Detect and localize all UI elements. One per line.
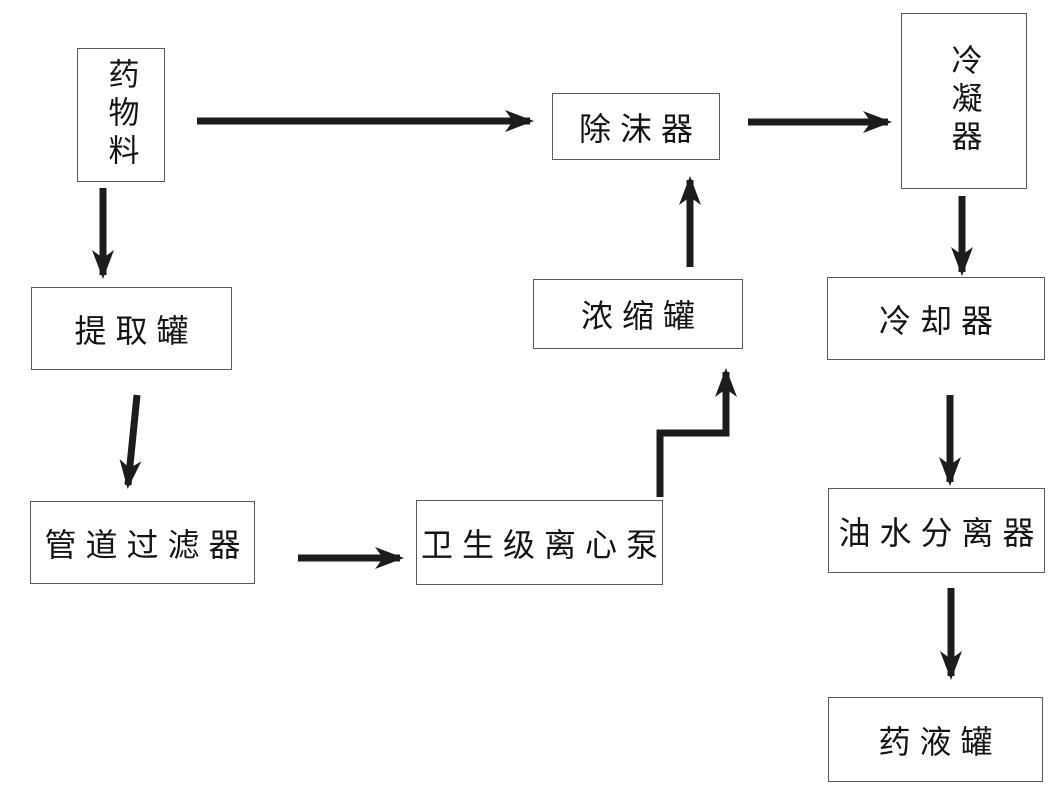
node-oil-water-separator: 油水分离器 (828, 488, 1045, 573)
node-label-oil-water-separator: 油水分离器 (838, 514, 1044, 551)
node-label-condenser: 冷凝器 (946, 44, 982, 158)
node-label-medicine-liquid-tank: 药液罐 (878, 723, 1002, 760)
edge-extraction-tank-to-pipeline-filter (119, 394, 142, 489)
node-concentration-tank: 浓缩罐 (533, 279, 743, 349)
node-label-extraction-tank: 提取罐 (74, 312, 198, 349)
node-label-demister: 除沫器 (578, 110, 702, 147)
node-label-pipeline-filter: 管道过滤器 (44, 526, 250, 563)
node-drug-material: 药物料 (77, 48, 165, 182)
node-pipeline-filter: 管道过滤器 (30, 501, 255, 584)
node-demister: 除沫器 (552, 93, 720, 160)
node-label-sanitary-centrifugal-pump: 卫生级离心泵 (421, 526, 668, 563)
node-label-drug-material: 药物料 (103, 58, 139, 172)
node-medicine-liquid-tank: 药液罐 (828, 697, 1043, 782)
node-sanitary-centrifugal-pump: 卫生级离心泵 (416, 500, 663, 585)
node-label-concentration-tank: 浓缩罐 (580, 298, 704, 334)
edge-sanitary-centrifugal-pump-to-concentration-tank (656, 368, 737, 497)
node-extraction-tank: 提取罐 (31, 287, 232, 370)
node-cooler: 冷却器 (827, 277, 1045, 360)
node-condenser: 冷凝器 (901, 13, 1027, 189)
node-label-cooler: 冷却器 (878, 302, 1002, 339)
